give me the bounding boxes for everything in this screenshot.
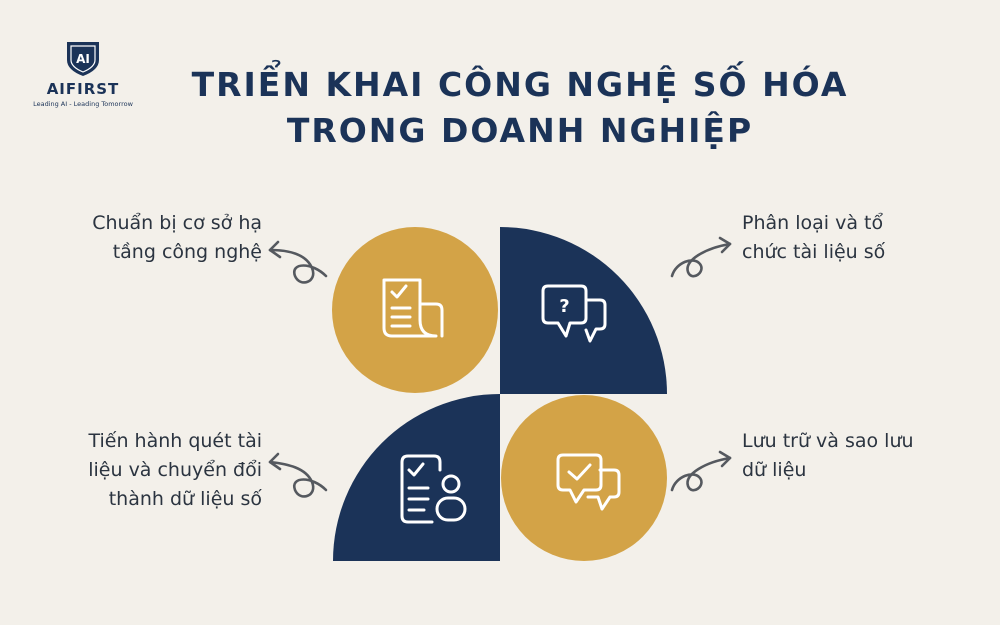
curly-arrow-top-left <box>268 240 328 284</box>
question-chat-icon: ? <box>541 284 607 343</box>
step-label-line: Chuẩn bị cơ sở hạ <box>92 212 262 234</box>
step-label-line: thành dữ liệu số <box>108 488 262 510</box>
checklist-user-icon <box>400 454 467 524</box>
page-title: TRIỂN KHAI CÔNG NGHỆ SỐ HÓA TRONG DOANH … <box>160 62 880 154</box>
step-label-line: Tiến hành quét tài <box>88 430 262 452</box>
logo-name: AIFIRST <box>46 80 120 98</box>
step-label-top-left: Chuẩn bị cơ sở hạ tầng công nghệ <box>92 209 262 267</box>
gold-circle-bottom-right <box>501 395 667 561</box>
logo-mark-text: AI <box>76 52 90 66</box>
logo: AI AIFIRST Leading AI - Leading Tomorrow <box>28 38 138 108</box>
step-label-line: tầng công nghệ <box>112 241 262 263</box>
curly-arrow-top-right <box>670 236 732 278</box>
curly-arrow-bottom-right <box>670 450 732 492</box>
navy-quarter-top-right <box>500 227 667 394</box>
logo-tagline: Leading AI - Leading Tomorrow <box>33 100 133 108</box>
step-label-line: Phân loại và tổ <box>742 212 884 234</box>
check-chat-icon <box>556 453 621 511</box>
step-label-line: liệu và chuyển đổi <box>88 459 262 481</box>
curly-arrow-bottom-left <box>268 452 328 498</box>
step-label-line: chức tài liệu số <box>742 241 886 263</box>
step-label-bottom-left: Tiến hành quét tài liệu và chuyển đổi th… <box>88 427 262 514</box>
title-line-1: TRIỂN KHAI CÔNG NGHỆ SỐ HÓA <box>191 65 849 104</box>
document-checklist-icon <box>382 278 444 338</box>
step-label-line: dữ liệu <box>742 459 807 481</box>
gold-circle-top-left <box>332 227 498 393</box>
navy-quarter-bottom-left <box>333 394 500 561</box>
step-label-line: Lưu trữ và sao lưu <box>742 430 914 452</box>
title-line-2: TRONG DOANH NGHIỆP <box>286 111 754 150</box>
svg-text:?: ? <box>559 296 569 317</box>
step-label-top-right: Phân loại và tổ chức tài liệu số <box>742 209 885 267</box>
shield-logo-icon: AI <box>67 42 99 76</box>
step-label-bottom-right: Lưu trữ và sao lưu dữ liệu <box>742 427 914 485</box>
